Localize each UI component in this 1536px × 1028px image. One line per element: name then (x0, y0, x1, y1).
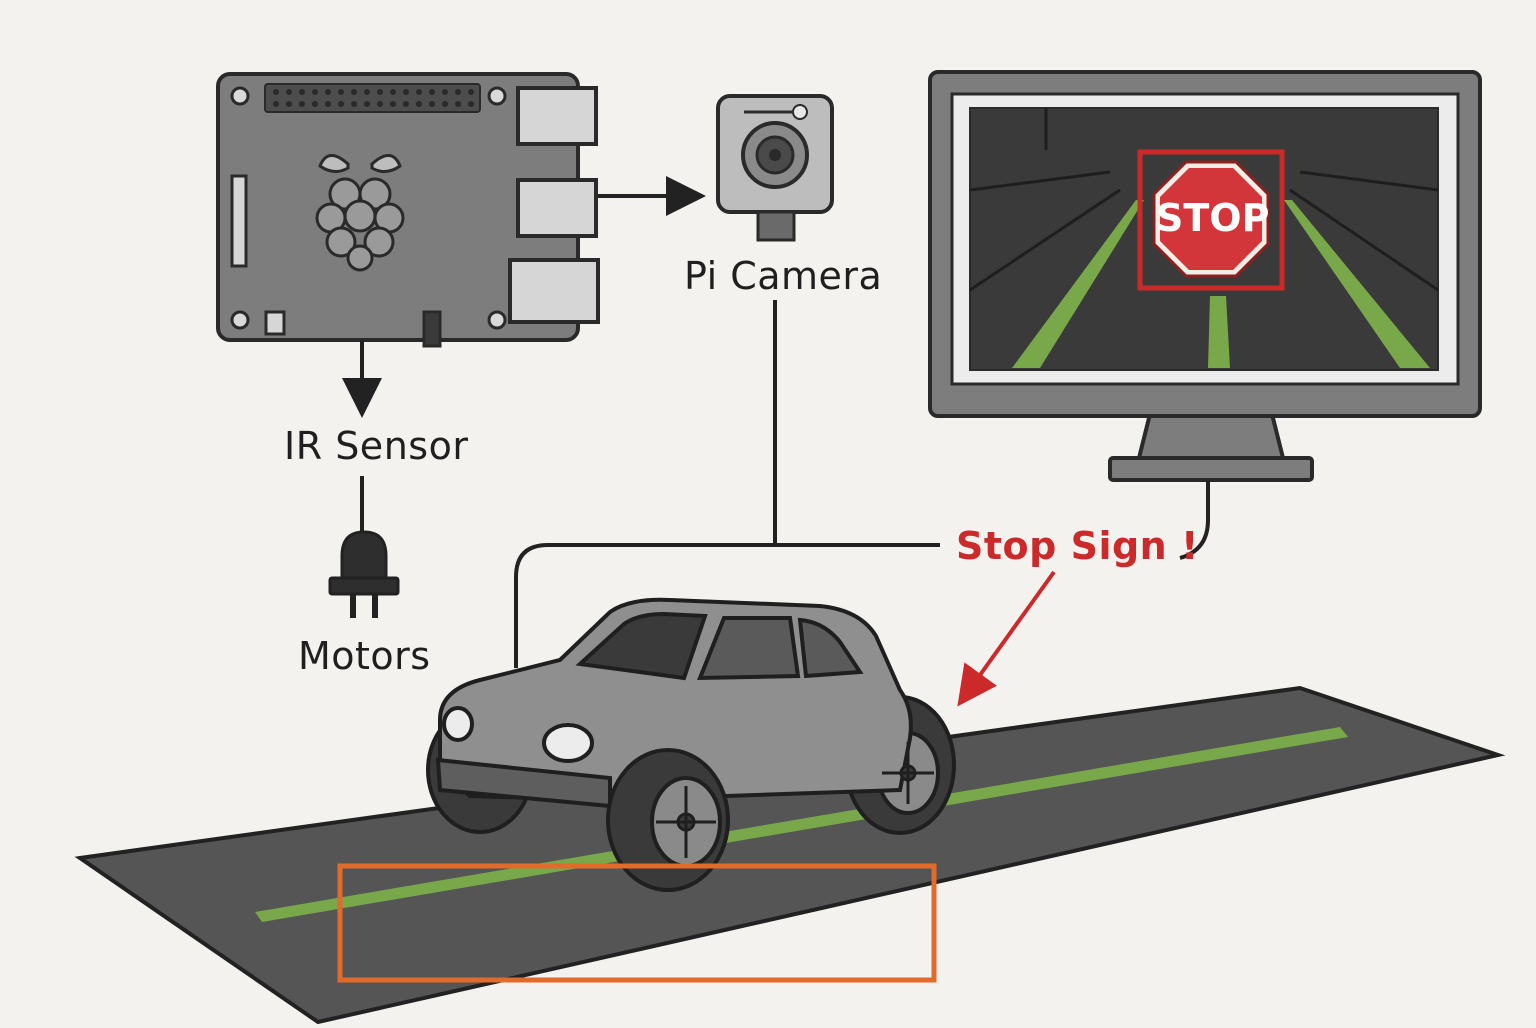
stop-sign-icon (1152, 160, 1270, 278)
line-detection-box (337, 863, 937, 983)
monitor-icon (928, 70, 1482, 560)
motors-label: Motors (298, 634, 431, 678)
alert-arrow (957, 570, 1056, 707)
stop-sign-text: STOP (1156, 196, 1270, 240)
stop-sign-alert-label: Stop Sign ! (956, 524, 1199, 568)
raspberry-logo-icon (315, 154, 405, 272)
motor-plug-icon (328, 530, 400, 618)
camera-label: Pi Camera (684, 254, 883, 298)
raspberry-pi-board-icon (216, 72, 600, 348)
rc-car-icon (426, 597, 956, 892)
pi-camera-icon (716, 94, 834, 242)
camera-cable (514, 300, 777, 668)
ir-sensor-label: IR Sensor (284, 424, 469, 468)
